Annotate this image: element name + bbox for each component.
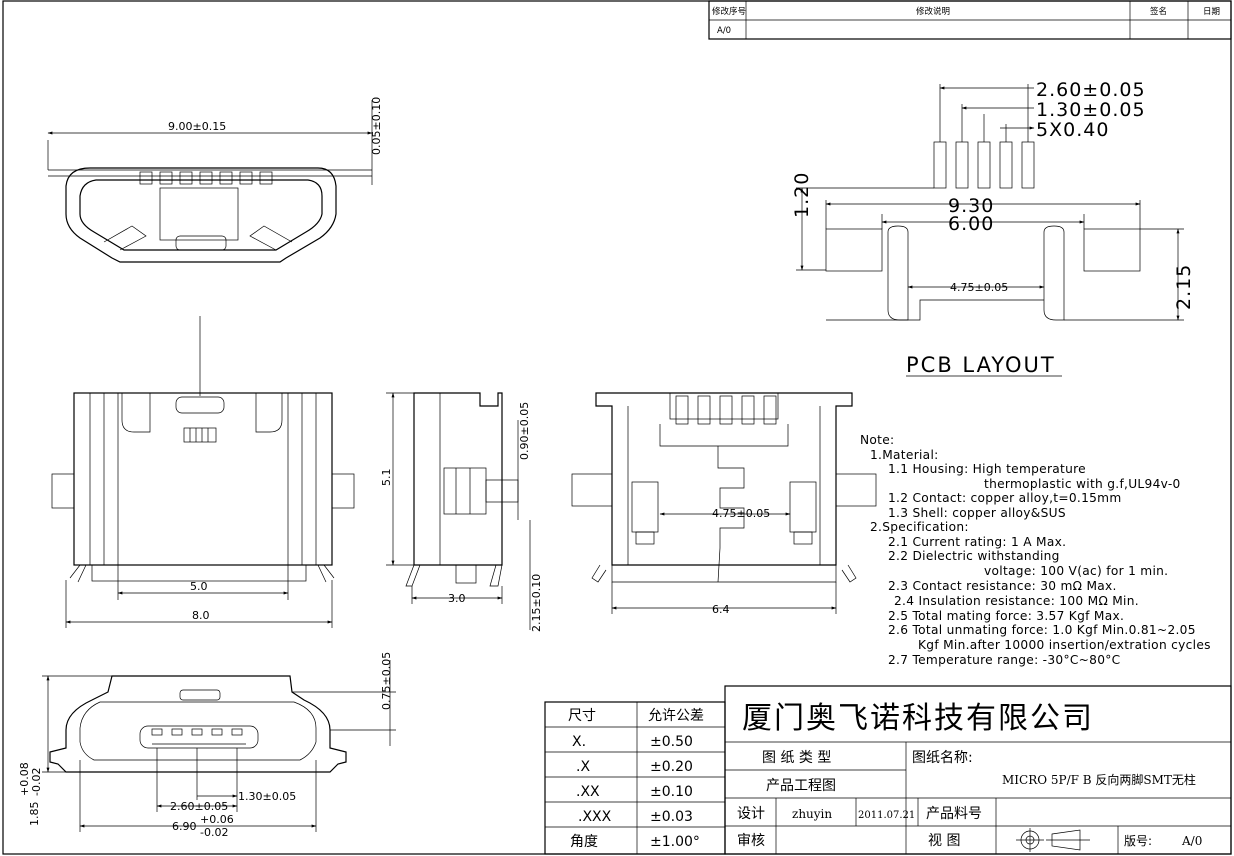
tolerance-size: X. <box>572 734 586 750</box>
dim-back-gap: 4.75±0.05 <box>712 507 770 520</box>
dim-side-foot: 2.15±0.10 <box>530 574 543 632</box>
review-label: 审核 <box>737 833 765 849</box>
revision-header-sign: 签名 <box>1150 6 1167 17</box>
projection-symbol-icon <box>1016 828 1090 852</box>
back-view: 4.75±0.05 6.4 <box>571 392 877 616</box>
drawing-name-value: MICRO 5P/F B 反向两脚SMT无柱 <box>1002 772 1196 787</box>
note-line: Kgf Min.after 10000 insertion/extration … <box>918 638 1211 652</box>
tolerance-value: ±0.10 <box>650 784 693 800</box>
part-number-label: 产品料号 <box>926 806 982 822</box>
dim-end-pitch-outer: 2.60±0.05 <box>170 800 228 813</box>
drawing-type-label: 图 纸 类 型 <box>762 750 831 766</box>
tolerance-size: .XX <box>576 784 600 800</box>
tolerance-value: ±1.00° <box>650 834 700 850</box>
dim-end-top: 0.75±0.05 <box>380 652 393 710</box>
tolerance-header-tol: 允许公差 <box>648 708 704 724</box>
note-line: 2.4 Insulation resistance: 100 MΩ Min. <box>894 594 1139 608</box>
dim-top-width: 9.00±0.15 <box>168 120 226 133</box>
note-line: 1.Material: <box>870 448 939 462</box>
note-line: 1.1 Housing: High temperature <box>888 462 1086 476</box>
revision-header-desc: 修改说明 <box>916 6 950 17</box>
tolerance-value: ±0.50 <box>650 734 693 750</box>
front-view: 5.0 8.0 <box>51 316 355 628</box>
tolerance-size: .X <box>576 759 590 775</box>
company-name: 厦门奥飞诺科技有限公司 <box>742 701 1094 736</box>
title-block: 厦门奥飞诺科技有限公司 图 纸 类 型 产品工程图 图纸名称: MICRO 5P… <box>724 685 1232 855</box>
note-line: 2.6 Total unmating force: 1.0 Kgf Min.0.… <box>888 623 1196 637</box>
dim-pcb-pad-width: 5X0.40 <box>1036 119 1109 141</box>
dim-pcb-side: 2.15 <box>1173 264 1195 310</box>
dim-end-height-main: 1.85 <box>28 802 41 827</box>
version-label: 版号: <box>1124 834 1152 848</box>
dim-end-width-tol-plus: +0.06 <box>200 813 234 826</box>
end-view: 2.60±0.05 1.30±0.05 6.90 +0.06 -0.02 1.8… <box>18 652 396 839</box>
drawing-name-label: 图纸名称: <box>912 750 973 766</box>
designer-name: zhuyin <box>792 807 832 821</box>
drawing-type-value: 产品工程图 <box>766 778 836 794</box>
revision-header-date: 日期 <box>1203 7 1220 17</box>
dim-pcb-inner: 6.00 <box>948 213 994 235</box>
pcb-layout: 2.60±0.05 1.30±0.05 5X0.40 1.20 9.30 6.0… <box>791 79 1195 377</box>
note-line: thermoplastic with g.f,UL94v-0 <box>984 477 1181 491</box>
tolerance-size: 角度 <box>570 834 598 850</box>
tolerance-value: ±0.20 <box>650 759 693 775</box>
dim-end-height-tol-minus: -0.02 <box>30 768 43 796</box>
note-line: 1.2 Contact: copper alloy,t=0.15mm <box>888 491 1122 505</box>
note-line: 2.1 Current rating: 1 A Max. <box>888 535 1066 549</box>
pcb-layout-title: PCB LAYOUT <box>906 353 1056 377</box>
note-line: 2.5 Total mating force: 3.57 Kgf Max. <box>888 609 1124 623</box>
dim-pcb-pad-height: 1.20 <box>791 172 813 218</box>
revision-row-no: A/0 <box>717 26 731 36</box>
note-line: voltage: 100 V(ac) for 1 min. <box>984 564 1168 578</box>
tolerance-size: .XXX <box>578 809 612 825</box>
dim-front-outer: 8.0 <box>192 609 210 622</box>
dim-top-thickness: 0.05±0.10 <box>370 97 383 155</box>
dim-pcb-pitch-outer: 2.60±0.05 <box>1036 79 1146 101</box>
top-view: 9.00±0.15 0.05±0.10 <box>47 97 383 263</box>
dim-end-width-main: 6.90 <box>172 820 197 833</box>
note-line: 1.3 Shell: copper alloy&SUS <box>888 506 1066 520</box>
note-line: 2.7 Temperature range: -30°C~80°C <box>888 653 1120 667</box>
dim-end-width-tol-minus: -0.02 <box>200 826 228 839</box>
dim-side-bump: 0.90±0.05 <box>518 402 531 460</box>
dim-back-width: 6.4 <box>712 603 730 616</box>
dim-pcb-leg-gap: 4.75±0.05 <box>950 281 1008 294</box>
dim-pcb-pitch-inner: 1.30±0.05 <box>1036 99 1146 121</box>
tolerance-table: 尺寸 允许公差 X. ±0.50 .X ±0.20 .XX ±0.10 .XXX… <box>544 701 726 855</box>
note-line: 2.2 Dielectric withstanding <box>888 549 1060 563</box>
version-value: A/0 <box>1181 834 1202 848</box>
dim-end-pitch-inner: 1.30±0.05 <box>238 790 296 803</box>
side-view: 5.1 3.0 0.90±0.05 2.15±0.10 <box>380 392 543 632</box>
note-line: Note: <box>860 433 894 447</box>
view-label: 视 图 <box>928 833 960 849</box>
design-label: 设计 <box>737 806 765 822</box>
design-date: 2011.07.21 <box>858 810 915 821</box>
revision-table: 修改序号 修改说明 签名 日期 A/0 <box>708 0 1232 40</box>
dim-end-height-tol-plus: +0.08 <box>18 762 31 796</box>
tolerance-header-size: 尺寸 <box>568 708 596 724</box>
revision-header-no: 修改序号 <box>712 6 746 17</box>
note-line: 2.Specification: <box>870 520 969 534</box>
dim-front-inner: 5.0 <box>190 580 208 593</box>
dim-side-depth: 3.0 <box>448 592 466 605</box>
dim-pcb-total: 9.30 <box>948 195 994 217</box>
dim-side-height: 5.1 <box>380 469 393 487</box>
notes-block: Note: 1.Material: 1.1 Housing: High temp… <box>860 433 1211 667</box>
tolerance-value: ±0.03 <box>650 809 693 825</box>
note-line: 2.3 Contact resistance: 30 mΩ Max. <box>888 579 1117 593</box>
